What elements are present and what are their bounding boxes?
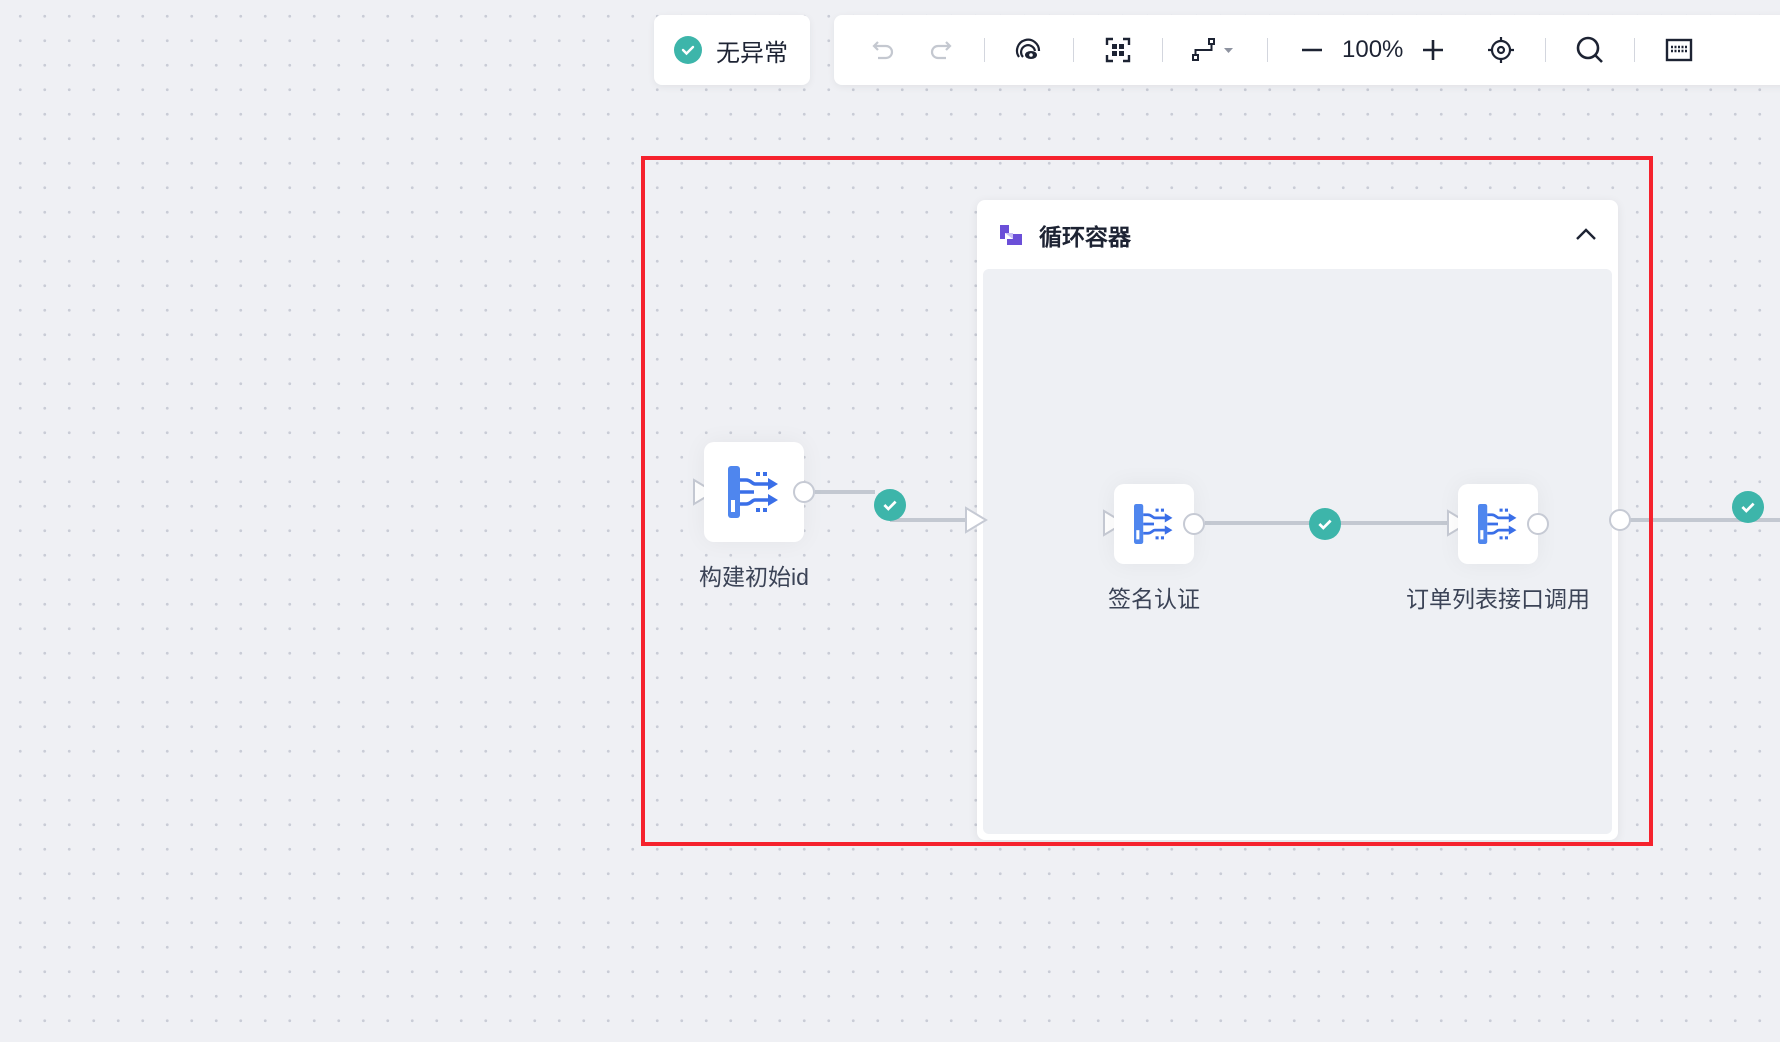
fit-view-button[interactable]: [1096, 28, 1140, 72]
node-label: 订单列表接口调用: [1406, 586, 1590, 612]
loop-container-icon: [1000, 224, 1022, 245]
output-port[interactable]: [1527, 513, 1549, 535]
status-label: 无异常: [716, 39, 788, 67]
edge: [890, 518, 968, 522]
check-circle-icon: [674, 36, 702, 64]
line-style-icon: [1192, 38, 1233, 61]
divider: [1162, 38, 1163, 62]
preview-button[interactable]: [1007, 28, 1051, 72]
divider: [1634, 38, 1636, 62]
node-signature-auth[interactable]: [1114, 484, 1194, 564]
collapse-chevron-icon[interactable]: [1574, 223, 1598, 247]
zoom-level: 100%: [1342, 36, 1404, 63]
search-button[interactable]: [1568, 28, 1612, 72]
node-label: 构建初始id: [699, 564, 809, 590]
canvas-toolbar: 100%: [834, 15, 1780, 85]
container-input-port-icon[interactable]: [964, 506, 988, 534]
status-indicator[interactable]: 无异常: [654, 15, 810, 85]
undo-button[interactable]: [862, 28, 906, 72]
undo-icon: [872, 41, 894, 60]
edge-success-check-icon: [1309, 508, 1341, 540]
loop-container[interactable]: 循环容器: [977, 200, 1618, 840]
fit-view-icon: [1105, 37, 1131, 63]
edge-success-check-icon: [874, 489, 906, 521]
divider: [1267, 38, 1268, 62]
divider: [984, 38, 985, 62]
edge: [1630, 518, 1780, 522]
redo-button[interactable]: [918, 28, 962, 72]
highlight-box: [641, 156, 1653, 846]
container-title: 循环容器: [1039, 223, 1131, 250]
node-split-icon: [1134, 504, 1173, 544]
node-order-list-api[interactable]: [1458, 484, 1538, 564]
keyboard-icon: [1666, 38, 1693, 62]
zoom-in-button[interactable]: [1411, 28, 1455, 72]
node-split-icon: [1478, 504, 1517, 544]
output-port[interactable]: [793, 481, 815, 503]
redo-icon: [930, 41, 952, 60]
zoom-out-icon: [1302, 48, 1322, 52]
zoom-out-button[interactable]: [1290, 28, 1334, 72]
divider: [1073, 38, 1074, 62]
zoom-in-icon: [1423, 40, 1444, 60]
keyboard-shortcuts-button[interactable]: [1657, 28, 1701, 72]
node-build-initial-id[interactable]: [704, 442, 804, 542]
edge: [815, 490, 875, 494]
container-output-port[interactable]: [1609, 509, 1631, 531]
divider: [1545, 38, 1547, 62]
output-port[interactable]: [1183, 513, 1205, 535]
edge-success-check-icon: [1732, 491, 1764, 523]
search-icon: [1577, 36, 1604, 63]
node-split-icon: [728, 466, 778, 518]
locate-icon: [1488, 37, 1515, 63]
preview-icon: [1015, 38, 1041, 59]
node-label: 签名认证: [1108, 586, 1200, 612]
locate-button[interactable]: [1479, 28, 1523, 72]
line-style-dropdown[interactable]: [1185, 28, 1245, 72]
